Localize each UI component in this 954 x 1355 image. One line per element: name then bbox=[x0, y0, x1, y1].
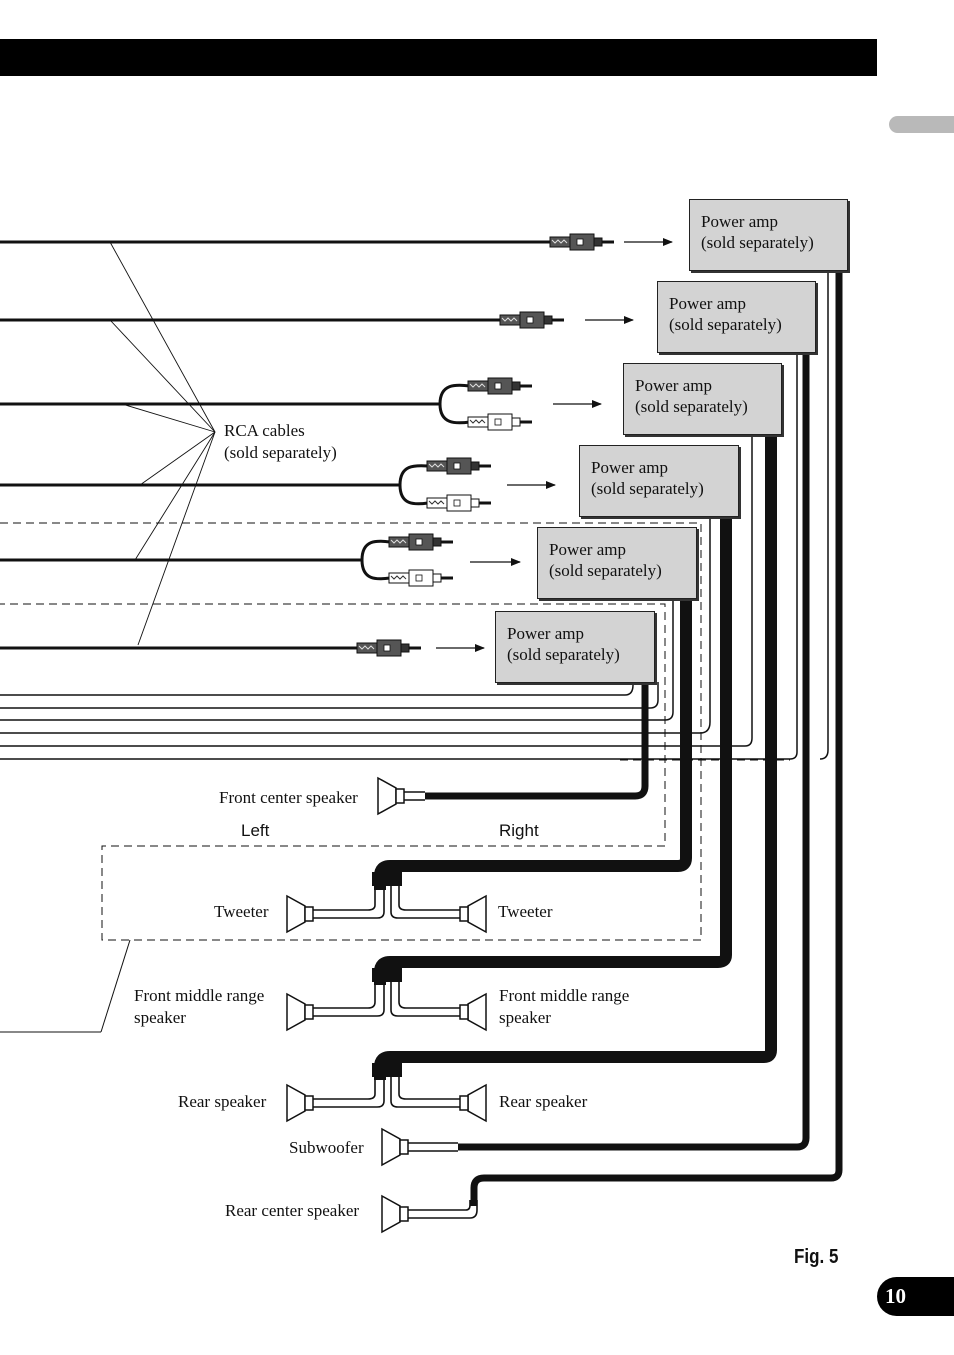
figure-label: Fig. 5 bbox=[794, 1246, 839, 1268]
front-mid-right-icon bbox=[459, 993, 487, 1031]
rca-cable-lines bbox=[0, 240, 550, 650]
harness-thin-lines bbox=[0, 272, 829, 760]
header-bar bbox=[0, 39, 877, 76]
rear-speaker-left-label: Rear speaker bbox=[178, 1092, 267, 1111]
signal-arrows bbox=[436, 238, 673, 652]
front-middle-left-label: Front middle range speaker bbox=[134, 985, 264, 1029]
power-amp-3: Power amp (sold separately) bbox=[623, 363, 782, 435]
power-amp-label: Power amp bbox=[701, 212, 778, 231]
power-amp-note: (sold separately) bbox=[701, 233, 814, 252]
power-amp-note: (sold separately) bbox=[635, 397, 748, 416]
right-header: Right bbox=[499, 821, 539, 840]
section-tab bbox=[889, 116, 954, 133]
power-amp-2: Power amp (sold separately) bbox=[657, 281, 816, 353]
power-amp-note: (sold separately) bbox=[507, 645, 620, 664]
front-middle-right-line2: speaker bbox=[499, 1008, 551, 1027]
speaker-cables bbox=[374, 272, 843, 1206]
power-amp-label: Power amp bbox=[635, 376, 712, 395]
front-mid-left-icon bbox=[286, 993, 314, 1031]
power-amp-label: Power amp bbox=[591, 458, 668, 477]
power-amp-label: Power amp bbox=[549, 540, 626, 559]
front-middle-left-line1: Front middle range bbox=[134, 986, 265, 1005]
power-amp-label: Power amp bbox=[507, 624, 584, 643]
power-amp-6: Power amp (sold separately) bbox=[495, 611, 655, 683]
front-middle-right-label: Front middle range speaker bbox=[499, 985, 629, 1029]
tweeter-left-icon bbox=[286, 895, 314, 933]
rca-label-line2: (sold separately) bbox=[224, 443, 337, 462]
front-center-speaker-icon bbox=[377, 777, 405, 815]
left-header: Left bbox=[241, 821, 270, 840]
front-middle-left-line2: speaker bbox=[134, 1008, 186, 1027]
tweeter-right-label: Tweeter bbox=[498, 902, 553, 921]
power-amp-label: Power amp bbox=[669, 294, 746, 313]
tweeter-left-label: Tweeter bbox=[214, 902, 269, 921]
rca-cables-label: RCA cables (sold separately) bbox=[224, 420, 337, 464]
speaker-split-wires bbox=[310, 791, 478, 1219]
front-middle-right-line1: Front middle range bbox=[499, 986, 630, 1005]
power-amp-5: Power amp (sold separately) bbox=[537, 527, 697, 599]
rca-label-line1: RCA cables bbox=[224, 421, 305, 440]
power-amp-4: Power amp (sold separately) bbox=[579, 445, 739, 517]
subwoofer-icon bbox=[381, 1128, 409, 1166]
rear-left-icon bbox=[286, 1084, 314, 1122]
subwoofer-label: Subwoofer bbox=[289, 1138, 364, 1157]
rca-leader-lines bbox=[109, 241, 216, 646]
rear-center-speaker-icon bbox=[381, 1195, 409, 1233]
rear-speaker-right-label: Rear speaker bbox=[499, 1092, 588, 1111]
power-amp-note: (sold separately) bbox=[669, 315, 782, 334]
front-center-speaker-label: Front center speaker bbox=[219, 788, 358, 807]
rear-right-icon bbox=[459, 1084, 487, 1122]
tweeter-right-icon bbox=[459, 895, 487, 933]
rear-center-speaker-label: Rear center speaker bbox=[225, 1201, 360, 1220]
power-amp-note: (sold separately) bbox=[591, 479, 704, 498]
power-amp-note: (sold separately) bbox=[549, 561, 662, 580]
power-amp-1: Power amp (sold separately) bbox=[689, 199, 848, 271]
page-number: 10 bbox=[877, 1277, 954, 1316]
